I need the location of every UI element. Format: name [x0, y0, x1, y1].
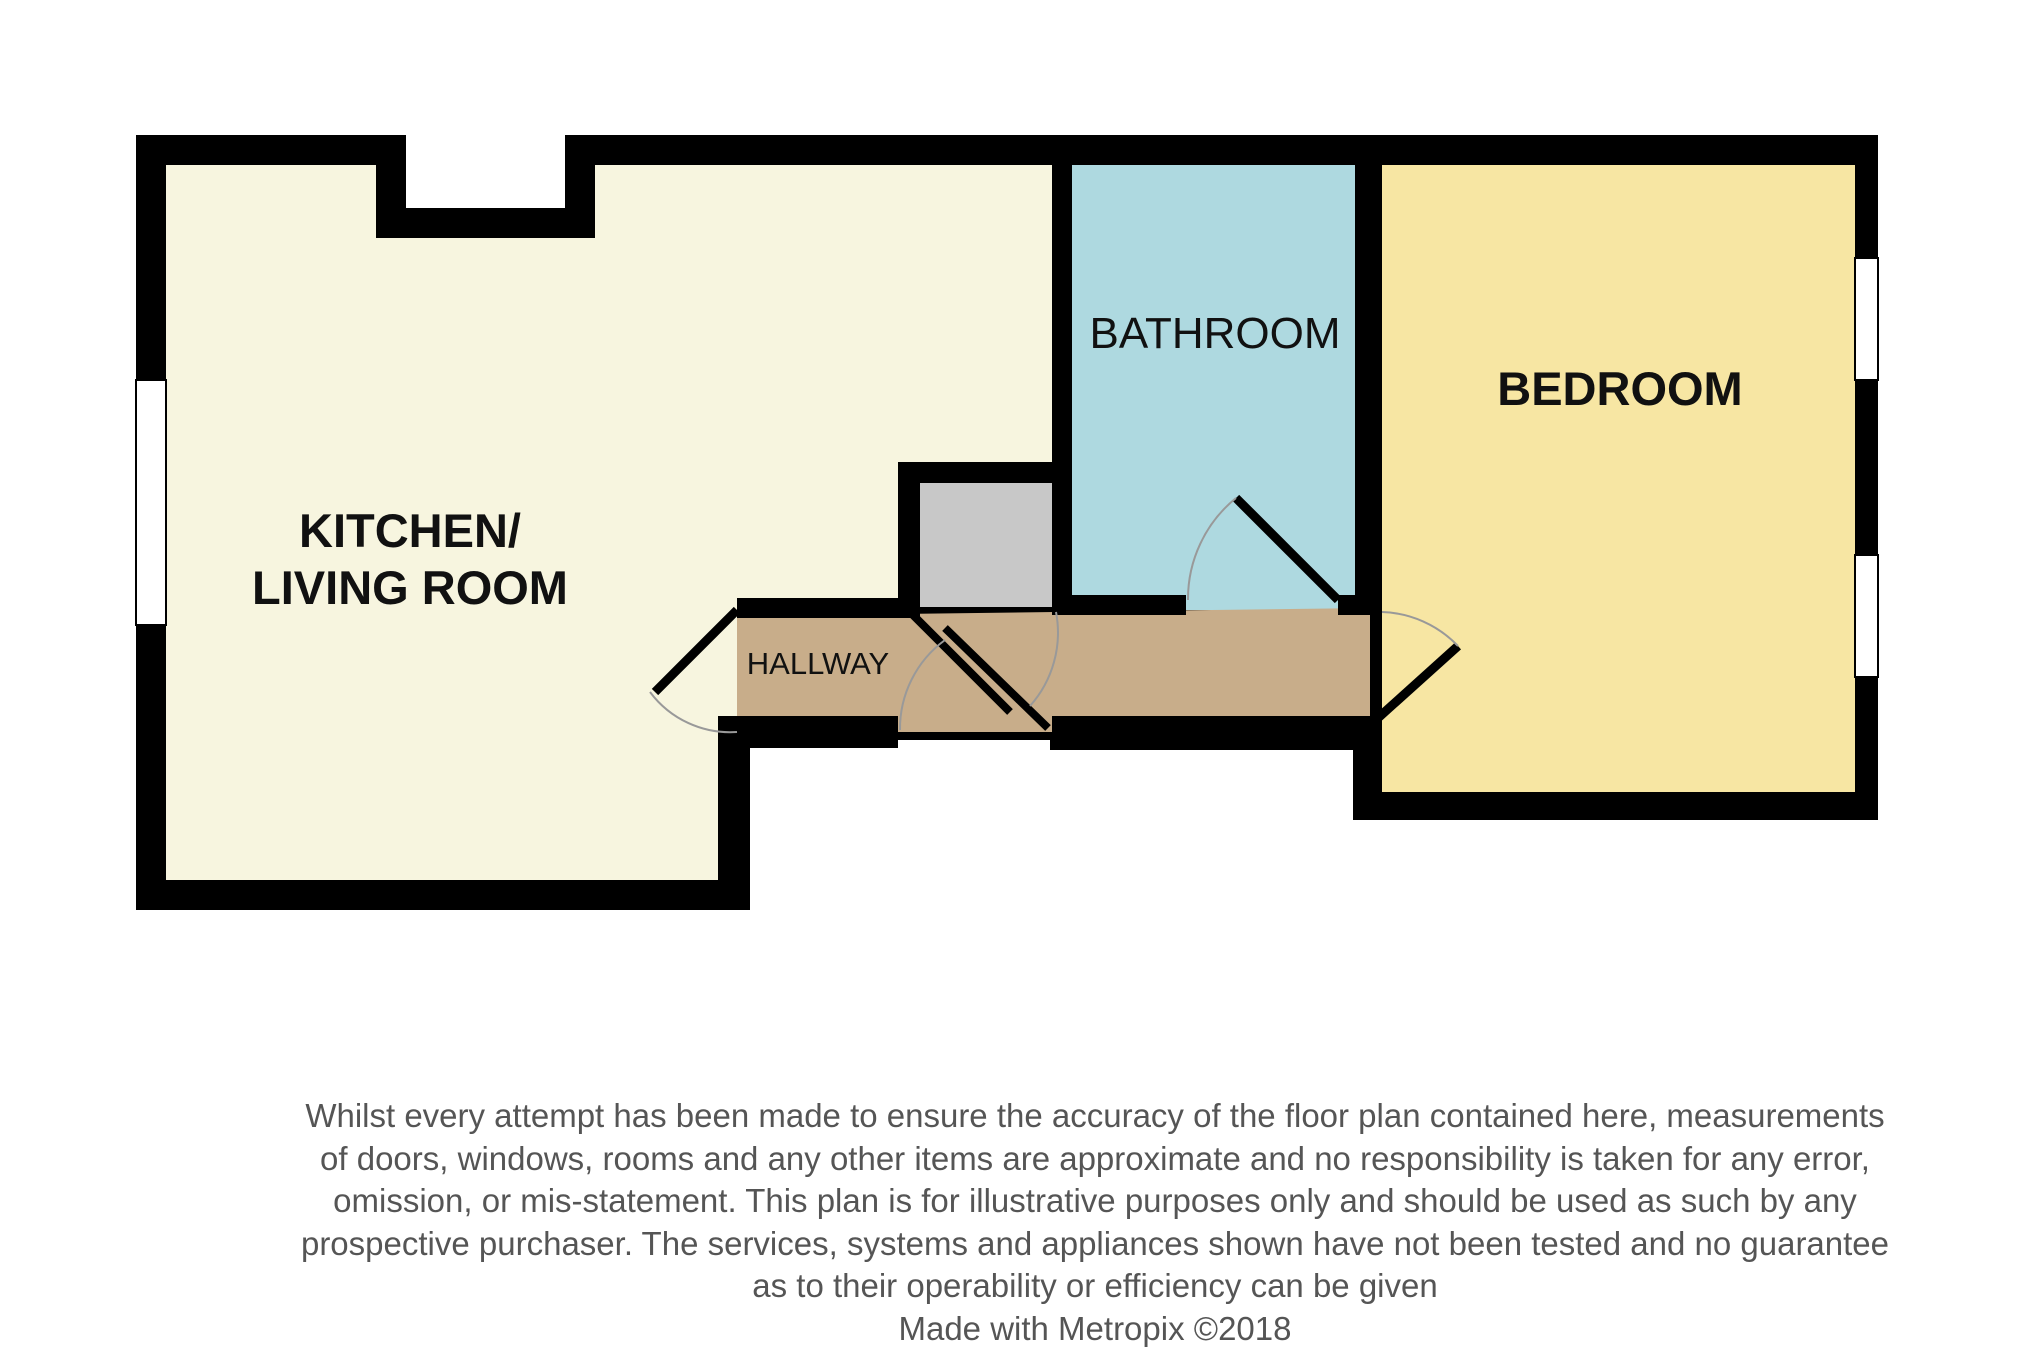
- hallway-label: HALLWAY: [747, 646, 889, 681]
- hallway-floor: [737, 608, 1370, 732]
- kitchen-label-line2: LIVING ROOM: [252, 561, 568, 614]
- room-fills: [166, 165, 1855, 880]
- cupboard-floor: [920, 483, 1052, 607]
- wall-bedroom-left-lower: [1355, 716, 1382, 812]
- interior-walls: [718, 160, 1382, 812]
- credit-line: Made with Metropix ©2018: [898, 1309, 1292, 1347]
- wall-cupboard-top: [898, 462, 1072, 483]
- wall-bathroom-bottom-right: [1338, 595, 1382, 615]
- doors: [649, 494, 1462, 734]
- disclaimer-line: omission, or mis-statement. This plan is…: [333, 1182, 1857, 1219]
- wall-kitchen-bathroom: [1052, 160, 1072, 615]
- chimney-breast-inner: [406, 135, 565, 208]
- kitchen-door: [649, 606, 741, 734]
- windows: [135, 257, 1879, 678]
- bedroom-label: BEDROOM: [1497, 362, 1742, 415]
- bedroom-window-top: [1854, 257, 1879, 381]
- wall-cupboard-left: [898, 462, 920, 615]
- disclaimer-line: Whilst every attempt has been made to en…: [305, 1097, 1885, 1134]
- kitchen-label-line1: KITCHEN/: [299, 504, 521, 557]
- bathroom-label: BATHROOM: [1090, 309, 1341, 358]
- bathroom-door: [1186, 494, 1342, 604]
- bedroom-window-bottom: [1854, 554, 1879, 678]
- wall-bathroom-bottom-left: [1052, 595, 1186, 615]
- bedroom-door: [1374, 611, 1462, 722]
- bathroom-floor: [1072, 165, 1355, 610]
- disclaimer-line: prospective purchaser. The services, sys…: [300, 1224, 1890, 1262]
- wall-bathroom-bedroom: [1355, 160, 1382, 615]
- kitchen-living-room-floor: [166, 165, 1052, 880]
- disclaimer-line: as to their operability or efficiency ca…: [752, 1267, 1438, 1304]
- wall-hallway-bottom-left: [718, 716, 898, 748]
- cupboard-door: [898, 609, 1059, 731]
- wall-hallway-top: [737, 598, 920, 618]
- disclaimer-line: of doors, windows, rooms and any other i…: [320, 1139, 1870, 1177]
- bedroom-floor: [1382, 165, 1855, 792]
- kitchen-window: [135, 379, 167, 626]
- wall-hallway-bottom-right: [1052, 716, 1352, 748]
- disclaimer-text: Whilst every attempt has been made to en…: [130, 1095, 2042, 1350]
